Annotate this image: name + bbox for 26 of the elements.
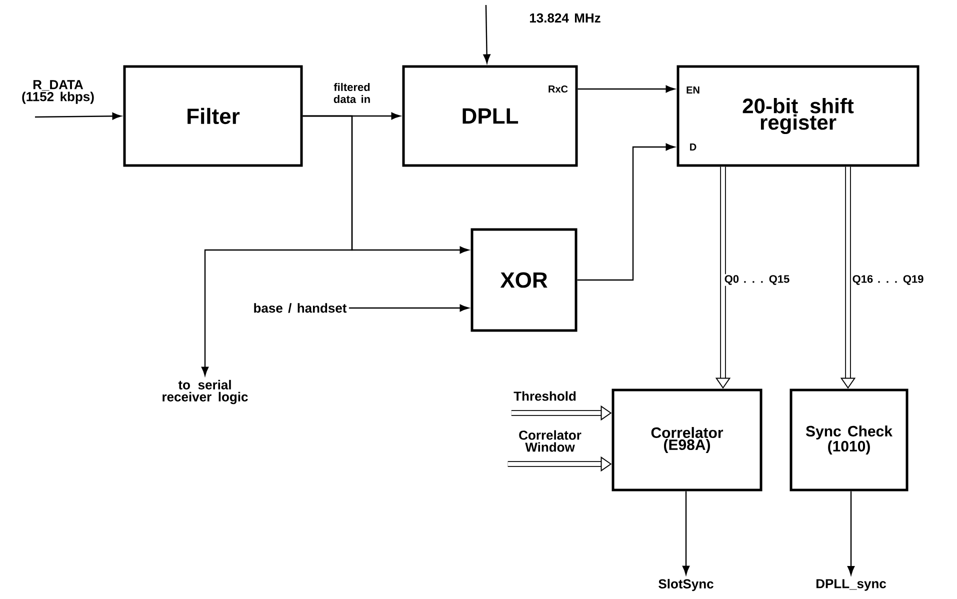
signal-label: to serial receiver logic [162, 380, 248, 404]
block-box: Correlator (E98A) [612, 388, 762, 492]
edge-label: Q0 . . . Q15 [723, 274, 791, 286]
port-label: EN [686, 86, 700, 94]
arrow [35, 112, 122, 120]
arrow [578, 85, 675, 93]
signal-label: Threshold [514, 391, 576, 401]
edge-label: filtered data in [326, 82, 378, 104]
signal-label: SlotSync [658, 578, 714, 592]
signal-label: 13.824 MHz [530, 13, 600, 23]
block-box: XOR [470, 228, 578, 332]
signal-label: DPLL_sync [816, 579, 886, 591]
arrow [682, 491, 690, 575]
signal-label: Correlator Window [519, 430, 582, 452]
signal-label: R_DATA (1152 kbps) [22, 80, 94, 104]
arrow [201, 115, 353, 376]
port-label: D [690, 144, 696, 150]
block-box: Filter [123, 65, 303, 167]
signal-label: base / handset [254, 303, 347, 313]
arrow [847, 491, 855, 576]
block-box: Sync Check (1010) [790, 388, 908, 492]
arrow [348, 304, 469, 312]
arrow [483, 4, 490, 64]
edge-label: Q16 . . . Q19 [851, 274, 925, 286]
arrow [577, 143, 675, 281]
port-label: RxC [548, 85, 568, 93]
